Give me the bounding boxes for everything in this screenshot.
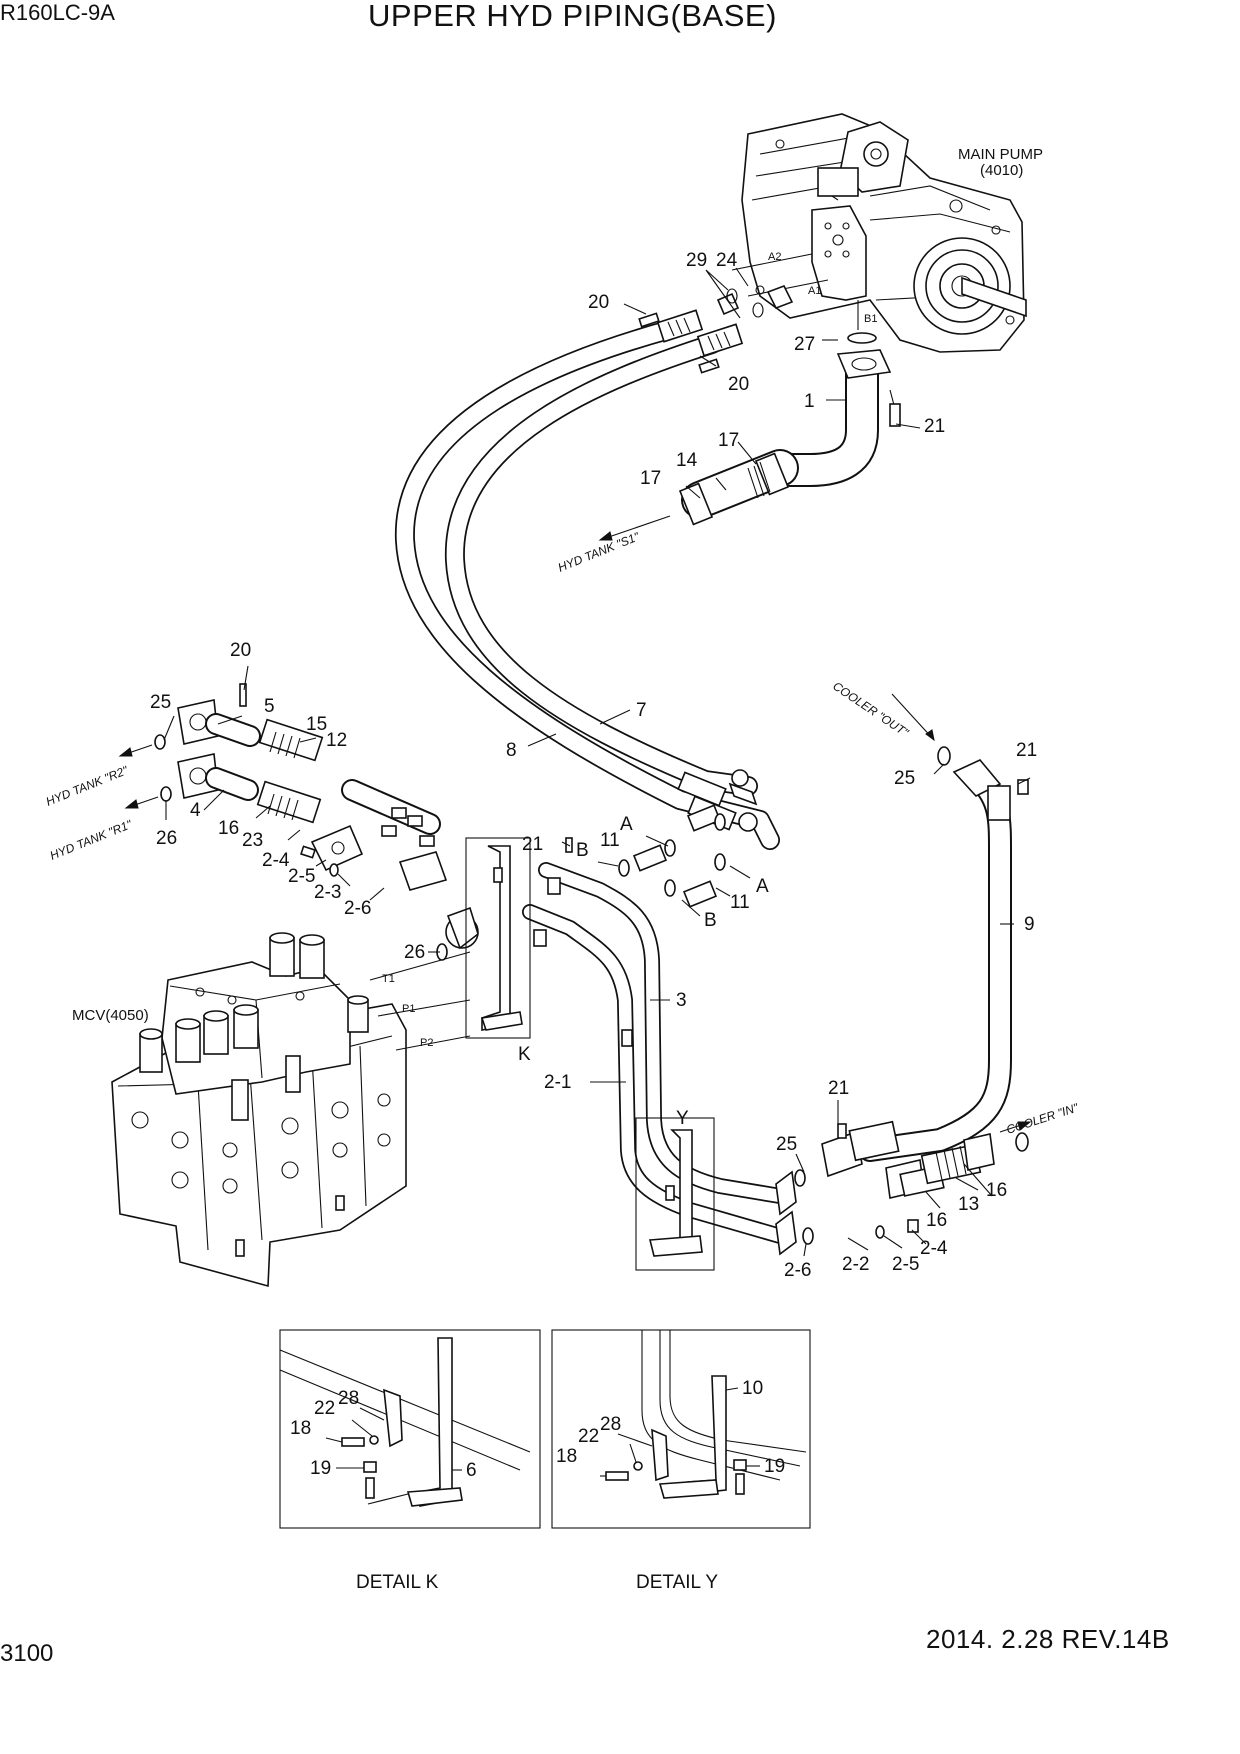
callout-2-6: 2-6 bbox=[344, 898, 371, 919]
callout-11: 11 bbox=[730, 892, 750, 913]
callout-a: A bbox=[620, 814, 633, 835]
return-fittings: HYD TANK "R2" HYD TANK "R1" bbox=[44, 683, 441, 877]
callout-17: 17 bbox=[718, 430, 739, 451]
callout-4: 4 bbox=[190, 800, 201, 821]
pressure-pipes bbox=[398, 851, 797, 1256]
callout-24: 24 bbox=[716, 250, 738, 271]
callout-26: 26 bbox=[156, 828, 177, 849]
detail-y-title: DETAIL Y bbox=[636, 1572, 718, 1593]
callout-7: 7 bbox=[636, 700, 647, 721]
callout-b: B bbox=[704, 910, 717, 931]
hyd-tank-r1-tag: HYD TANK "R1" bbox=[48, 817, 135, 863]
callout-21: 21 bbox=[522, 834, 543, 855]
leader-lines bbox=[163, 267, 1031, 1477]
detail-k-title: DETAIL K bbox=[356, 1572, 439, 1593]
detail-y-callout-10: 10 bbox=[742, 1378, 763, 1399]
callout-21: 21 bbox=[924, 416, 945, 437]
callout-26: 26 bbox=[404, 942, 425, 963]
callout-b: B bbox=[576, 840, 589, 861]
page-number: 3100 bbox=[0, 1640, 54, 1667]
detail-k-callout-22: 22 bbox=[314, 1398, 335, 1419]
callout-2-1: 2-1 bbox=[544, 1072, 571, 1093]
callout-20: 20 bbox=[728, 374, 749, 395]
port-a2-label: A2 bbox=[768, 251, 781, 263]
port-a1-label: A1 bbox=[808, 285, 821, 297]
callout-2-5: 2-5 bbox=[288, 866, 315, 887]
callout-23: 23 bbox=[242, 830, 263, 851]
callout-13: 13 bbox=[958, 1194, 979, 1215]
callout-21: 21 bbox=[1016, 740, 1037, 761]
callout-11: 11 bbox=[600, 830, 620, 851]
mcv-valve: MCV(4050) T1 P1 P2 bbox=[72, 932, 471, 1288]
main-pump: MAIN PUMP (4010) A2 A1 B1 bbox=[731, 113, 1043, 353]
cooler-in-tag: COOLER "IN" bbox=[1005, 1100, 1081, 1137]
port-p2-label: P2 bbox=[420, 1037, 433, 1049]
revision-date: 2014. 2.28 REV.14B bbox=[926, 1624, 1170, 1654]
callout-2-4: 2-4 bbox=[262, 850, 290, 871]
callout-27: 27 bbox=[794, 334, 815, 355]
callout-1: 1 bbox=[804, 391, 815, 412]
callout-16: 16 bbox=[986, 1180, 1007, 1201]
detail-y-callout-28: 28 bbox=[600, 1414, 621, 1435]
callout-2-4: 2-4 bbox=[920, 1238, 948, 1259]
detail-y-panel: DETAIL Y bbox=[551, 1329, 811, 1593]
callout-17: 17 bbox=[640, 468, 661, 489]
cooler-out-tag: COOLER "OUT" bbox=[830, 679, 911, 740]
callout-29: 29 bbox=[686, 250, 707, 271]
view-k-label: K bbox=[518, 1044, 531, 1065]
callout-5: 5 bbox=[264, 696, 275, 717]
detail-k-panel: DETAIL K bbox=[279, 1329, 541, 1593]
callout-2-6: 2-6 bbox=[784, 1260, 811, 1281]
callout-9: 9 bbox=[1024, 914, 1035, 935]
detail-k-callout-28: 28 bbox=[338, 1388, 359, 1409]
callout-16: 16 bbox=[218, 818, 239, 839]
hyd-tank-s1-tag: HYD TANK "S1" bbox=[556, 529, 642, 575]
callout-2-3: 2-3 bbox=[314, 882, 341, 903]
port-b1-label: B1 bbox=[864, 313, 877, 325]
callout-20: 20 bbox=[588, 292, 609, 313]
callout-3: 3 bbox=[676, 990, 687, 1011]
callout-2-2: 2-2 bbox=[842, 1254, 869, 1275]
callout-16: 16 bbox=[926, 1210, 947, 1231]
hyd-tank-r2-tag: HYD TANK "R2" bbox=[44, 763, 131, 809]
callout-12: 12 bbox=[326, 730, 347, 751]
callout-15: 15 bbox=[306, 714, 327, 735]
port-p1-label: P1 bbox=[402, 1003, 415, 1015]
callout-8: 8 bbox=[506, 740, 517, 761]
callout-numbers: 29 24 20 20 27 1 21 17 14 17 20 25 5 15 … bbox=[150, 250, 1037, 1481]
detail-y-callout-22: 22 bbox=[578, 1426, 599, 1447]
bracket-y-view: Y bbox=[635, 1108, 715, 1271]
callout-2-5: 2-5 bbox=[892, 1254, 919, 1275]
cooler-hose-9: COOLER "OUT" COOLER "IN" bbox=[794, 679, 1081, 1245]
port-fittings bbox=[565, 804, 726, 908]
bracket-k-view: K bbox=[465, 837, 531, 1065]
main-pump-code: (4010) bbox=[980, 162, 1023, 179]
page-title: UPPER HYD PIPING(BASE) bbox=[368, 0, 777, 33]
detail-k-callout-19: 19 bbox=[310, 1458, 331, 1479]
detail-y-callout-18: 18 bbox=[556, 1446, 577, 1467]
detail-y-callout-19: 19 bbox=[764, 1456, 785, 1477]
mcv-label: MCV(4050) bbox=[72, 1007, 149, 1024]
callout-25: 25 bbox=[150, 692, 171, 713]
callout-21: 21 bbox=[828, 1078, 849, 1099]
detail-k-callout-18: 18 bbox=[290, 1418, 311, 1439]
model-number: R160LC-9A bbox=[0, 0, 115, 25]
detail-k-callout-6: 6 bbox=[466, 1460, 477, 1481]
suction-pipe-1 bbox=[773, 332, 901, 487]
callout-25: 25 bbox=[776, 1134, 797, 1155]
hoses-7-8 bbox=[394, 284, 794, 850]
view-y-label: Y bbox=[676, 1108, 689, 1129]
callout-14: 14 bbox=[676, 450, 698, 471]
callout-20: 20 bbox=[230, 640, 251, 661]
main-pump-label: MAIN PUMP bbox=[958, 146, 1043, 163]
suction-hose-14: HYD TANK "S1" bbox=[556, 449, 799, 575]
callout-a: A bbox=[756, 876, 769, 897]
callout-25: 25 bbox=[894, 768, 915, 789]
